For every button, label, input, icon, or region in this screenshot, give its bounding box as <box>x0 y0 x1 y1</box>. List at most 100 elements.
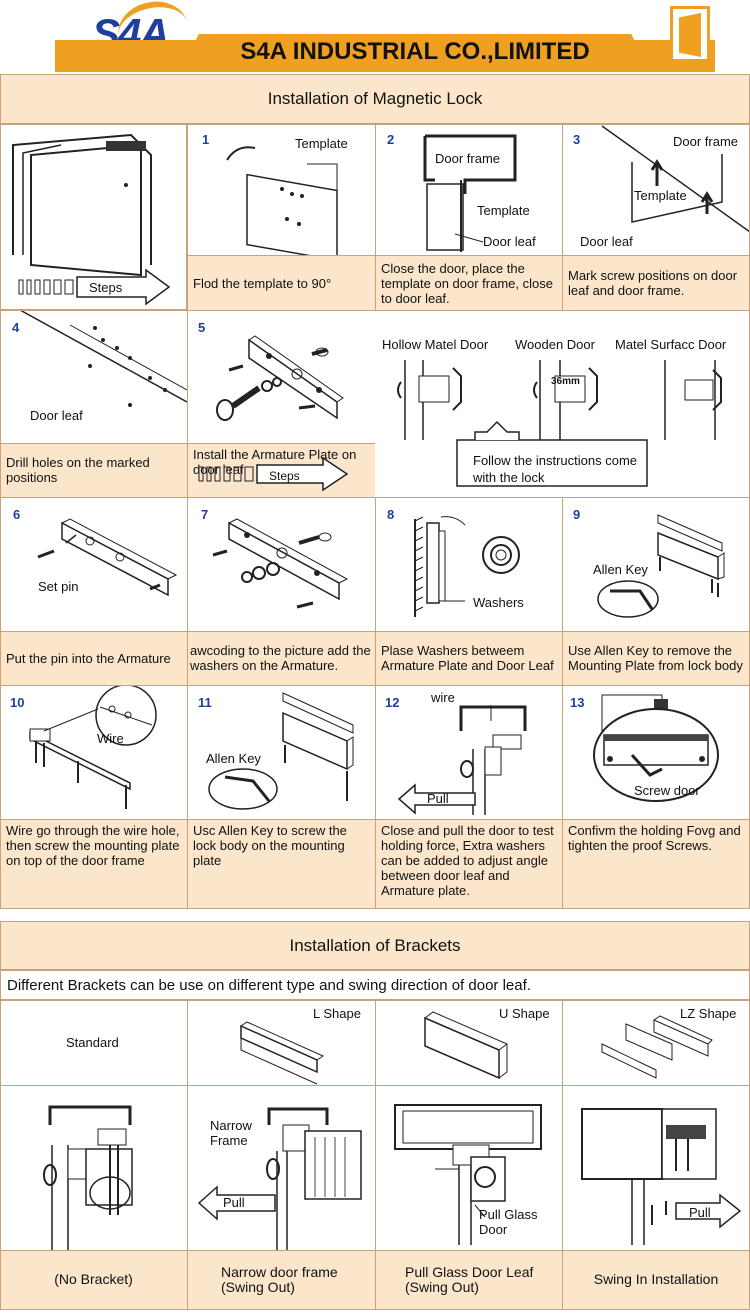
washers-armature-illustration <box>212 518 349 609</box>
step-4-image: 4 Door leaf <box>0 310 187 443</box>
hollow-metal-door-label: Hollow Matel Door <box>382 337 489 352</box>
wire-mounting-plate-illustration <box>29 685 157 809</box>
bracket-type-label: LZ Shape <box>680 1006 737 1021</box>
template-label: Template <box>295 136 348 151</box>
install-glass-door-image: Pull Glass Door <box>375 1085 562 1250</box>
install-swing-in-image: Pull <box>562 1085 750 1250</box>
step-number: 3 <box>573 132 581 147</box>
door-leaf-label: Door leaf <box>30 408 83 423</box>
wire-label: wire <box>431 690 455 705</box>
allen-key-label: Allen Key <box>593 562 648 577</box>
step-13-image: 13 Screw door <box>562 685 750 819</box>
bracket-standard: Standard <box>0 1000 187 1085</box>
bracket-caption-glass: Pull Glass Door Leaf (Swing Out) <box>375 1250 562 1309</box>
steps-arrow <box>198 456 349 492</box>
bracket-type-label: U Shape <box>499 1006 550 1021</box>
brackets-intro: Different Brackets can be use on differe… <box>0 970 750 1000</box>
bracket-caption-standard: (No Bracket) <box>0 1250 187 1309</box>
allen-key-remove-illustration <box>597 514 725 618</box>
install-standard-image <box>0 1085 187 1250</box>
step-4-caption: Drill holes on the marked positions <box>0 443 187 497</box>
set-pin-label: Set pin <box>38 579 79 594</box>
door-frame-label: Door frame <box>673 134 739 149</box>
template-fold-illustration <box>226 146 338 255</box>
mark-screw-illustration <box>601 125 750 233</box>
bracket-l-shape: L Shape <box>187 1000 375 1085</box>
company-name: S4A INDUSTRIAL CO.,LIMITED <box>240 38 590 65</box>
step-6-caption: Put the pin into the Armature <box>0 631 187 685</box>
l-shape-bracket-icon <box>240 1021 325 1085</box>
step-11-image: 11 Allen Key <box>187 685 375 819</box>
step-9-caption: Use Allen Key to remove the Mounting Pla… <box>562 631 750 685</box>
follow-instructions-note: Follow the instructions come with the lo… <box>473 453 638 485</box>
steps-label: Steps <box>89 280 123 295</box>
glass-door-install-illustration <box>394 1104 542 1245</box>
step-number: 4 <box>12 320 20 335</box>
step-8-image: 8 Washers <box>375 497 562 631</box>
step-5-image: 5 <box>187 310 375 443</box>
wooden-door-label: Wooden Door <box>515 337 595 352</box>
narrow-frame-install-illustration <box>197 1107 362 1250</box>
screw-door-label: Screw door <box>634 783 700 798</box>
step-7-caption: awcoding to the picture add the washers … <box>187 631 375 685</box>
install-narrow-frame-image: Narrow Frame Pull <box>187 1085 375 1250</box>
lz-shape-bracket-icon <box>601 1015 713 1079</box>
standard-install-illustration <box>43 1105 133 1250</box>
step-5-caption: Install the Armature Plate on door leaf … <box>187 443 375 497</box>
step-9-image: 9 Allen Key <box>562 497 750 631</box>
magnetic-section-title: Installation of Magnetic Lock <box>0 74 750 124</box>
step-1-caption: Flod the template to 90° <box>187 256 375 310</box>
step-number: 10 <box>10 695 25 710</box>
step-13-caption: Confivm the holding Fovg and tighten the… <box>562 819 750 908</box>
step-11-caption: Usc Allen Key to screw the lock body on … <box>187 819 375 908</box>
measure-label: 36mm <box>551 376 580 387</box>
bracket-caption-swing-in: Swing In Installation <box>562 1250 750 1309</box>
step-number: 7 <box>201 507 209 522</box>
narrow-frame-label: Narrow Frame <box>210 1118 252 1148</box>
step-number: 11 <box>198 695 212 710</box>
step-7-image: 7 <box>187 497 375 631</box>
step-number: 8 <box>387 507 395 522</box>
step-3-image: 3 Door frame Template Door leaf <box>562 124 750 256</box>
holding-force-illustration <box>593 694 719 802</box>
template-label: Template <box>634 188 687 203</box>
step-12-image: 12 wire Pull <box>375 685 562 819</box>
bracket-lz-shape: LZ Shape <box>562 1000 750 1085</box>
step-2-caption: Close the door, place the template on do… <box>375 256 562 310</box>
step-number: 1 <box>202 132 210 147</box>
steps-arrow <box>18 268 171 306</box>
step-10-image: 10 Wire <box>0 685 187 819</box>
pull-label: Pull <box>427 791 449 806</box>
step-2-image: 2 Door frame Template Door leaf <box>375 124 562 256</box>
door-frame-label: Door frame <box>435 151 501 166</box>
washers-label: Washers <box>473 595 524 610</box>
step-number: 9 <box>573 507 581 522</box>
step-1-image: 1 Template <box>187 124 375 256</box>
template-label: Template <box>477 203 530 218</box>
allen-key-label: Allen Key <box>206 751 261 766</box>
door-icon <box>670 6 710 62</box>
door-illustration <box>12 133 152 277</box>
step-12-caption: Close and pull the door to test holding … <box>375 819 562 908</box>
wire-label: Wire <box>97 731 124 746</box>
pull-label: Pull <box>223 1195 245 1210</box>
pull-test-illustration <box>397 705 527 815</box>
door-leaf-label: Door leaf <box>580 234 633 249</box>
bracket-type-label: L Shape <box>313 1006 361 1021</box>
drill-holes-illustration <box>19 310 187 407</box>
brackets-section-title: Installation of Brackets <box>0 921 750 970</box>
steps-label: Steps <box>269 469 300 483</box>
step-number: 5 <box>198 320 206 335</box>
step-number: 13 <box>570 695 585 710</box>
allen-key-screw-illustration <box>208 692 354 810</box>
door-type-illustrations <box>397 360 722 487</box>
bracket-caption-narrow: Narrow door frame (Swing Out) <box>187 1250 375 1309</box>
armature-plate-illustration <box>216 335 344 421</box>
step-10-caption: Wire go through the wire hole, then scre… <box>0 819 187 908</box>
step-5-caption-text: Install the Armature Plate on door leaf <box>193 447 357 477</box>
door-frame-template-illustration <box>423 134 517 252</box>
set-pin-illustration <box>37 518 178 597</box>
bracket-u-shape: U Shape <box>375 1000 562 1085</box>
step-6-image: 6 Set pin <box>0 497 187 631</box>
step-number: 6 <box>13 507 21 522</box>
